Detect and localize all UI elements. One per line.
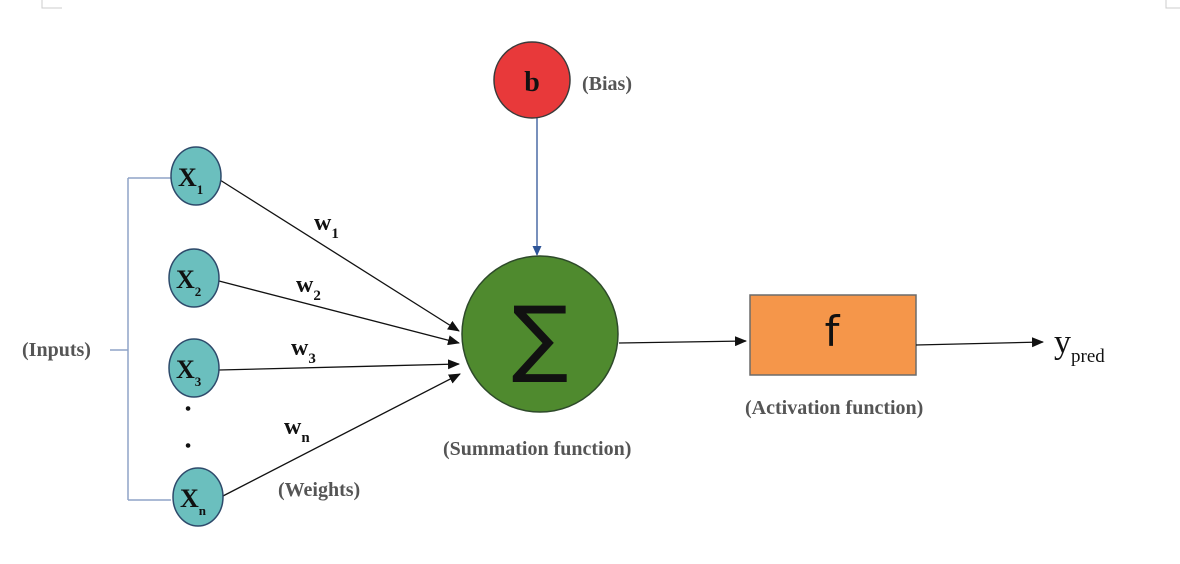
activation-symbol: f bbox=[825, 307, 841, 356]
weights-label: (Weights) bbox=[278, 479, 360, 501]
output-name: y bbox=[1054, 324, 1071, 361]
weight-arrows bbox=[218, 179, 461, 498]
summation-node-circle bbox=[461, 255, 619, 413]
weight-3-sub: 3 bbox=[308, 351, 316, 367]
svg-text:w2: w2 bbox=[296, 272, 321, 304]
activation-box bbox=[749, 294, 917, 376]
weight-n-name: w bbox=[284, 414, 302, 440]
svg-text:w3: w3 bbox=[291, 335, 316, 367]
svg-text:ypred: ypred bbox=[1054, 324, 1105, 367]
weight-3-name: w bbox=[291, 335, 309, 361]
svg-text:Xn: Xn bbox=[180, 484, 207, 518]
svg-text:w1: w1 bbox=[314, 210, 339, 242]
input-node-2-circle bbox=[168, 248, 220, 308]
input-node-3: X3 bbox=[168, 338, 220, 398]
input-node-3-circle bbox=[168, 338, 220, 398]
summation-symbol: ∑ bbox=[512, 288, 569, 386]
bias-label: (Bias) bbox=[582, 73, 632, 95]
input-node-1-circle bbox=[170, 146, 222, 206]
svg-text:X1: X1 bbox=[178, 163, 203, 197]
input-node-n-sub: n bbox=[199, 503, 207, 518]
corner-mark-left bbox=[41, 0, 62, 9]
arrow-x1-to-sum bbox=[219, 179, 460, 332]
input-node-1-sub: 1 bbox=[197, 182, 204, 197]
weight-n-sub: n bbox=[301, 430, 310, 446]
arrow-x3-to-sum bbox=[218, 359, 460, 371]
inputs-ellipsis: .. bbox=[179, 405, 210, 479]
input-node-2-sub: 2 bbox=[195, 284, 202, 299]
output-sub: pred bbox=[1071, 346, 1105, 367]
bias-node-circle bbox=[493, 41, 571, 119]
arrow-activation-to-output bbox=[915, 337, 1044, 348]
input-node-1-name: X bbox=[178, 163, 197, 192]
inputs-bracket bbox=[110, 177, 171, 501]
weight-2-sub: 2 bbox=[313, 288, 321, 304]
weight-2-name: w bbox=[296, 272, 314, 298]
arrow-xn-to-sum bbox=[220, 373, 461, 498]
activation-label: (Activation function) bbox=[745, 397, 923, 419]
input-node-1: X1 bbox=[170, 146, 222, 206]
bias-symbol: b bbox=[524, 67, 540, 98]
arrow-x2-to-sum bbox=[218, 280, 460, 346]
input-node-n-circle bbox=[172, 467, 224, 527]
arrow-sum-to-activation bbox=[618, 336, 747, 347]
corner-mark-right bbox=[1165, 0, 1180, 9]
weight-1-name: w bbox=[314, 210, 332, 236]
summation-label: (Summation function) bbox=[443, 438, 631, 460]
input-node-2-name: X bbox=[176, 265, 195, 294]
input-node-n-name: X bbox=[180, 484, 199, 513]
inputs-label: (Inputs) bbox=[22, 339, 91, 361]
svg-text:X3: X3 bbox=[176, 355, 202, 389]
input-node-3-sub: 3 bbox=[195, 374, 202, 389]
input-node-n: Xn bbox=[172, 467, 224, 527]
weight-1-sub: 1 bbox=[331, 226, 339, 242]
input-node-3-name: X bbox=[176, 355, 195, 384]
svg-text:wn: wn bbox=[284, 414, 310, 446]
input-node-2: X2 bbox=[168, 248, 220, 308]
svg-text:X2: X2 bbox=[176, 265, 201, 299]
